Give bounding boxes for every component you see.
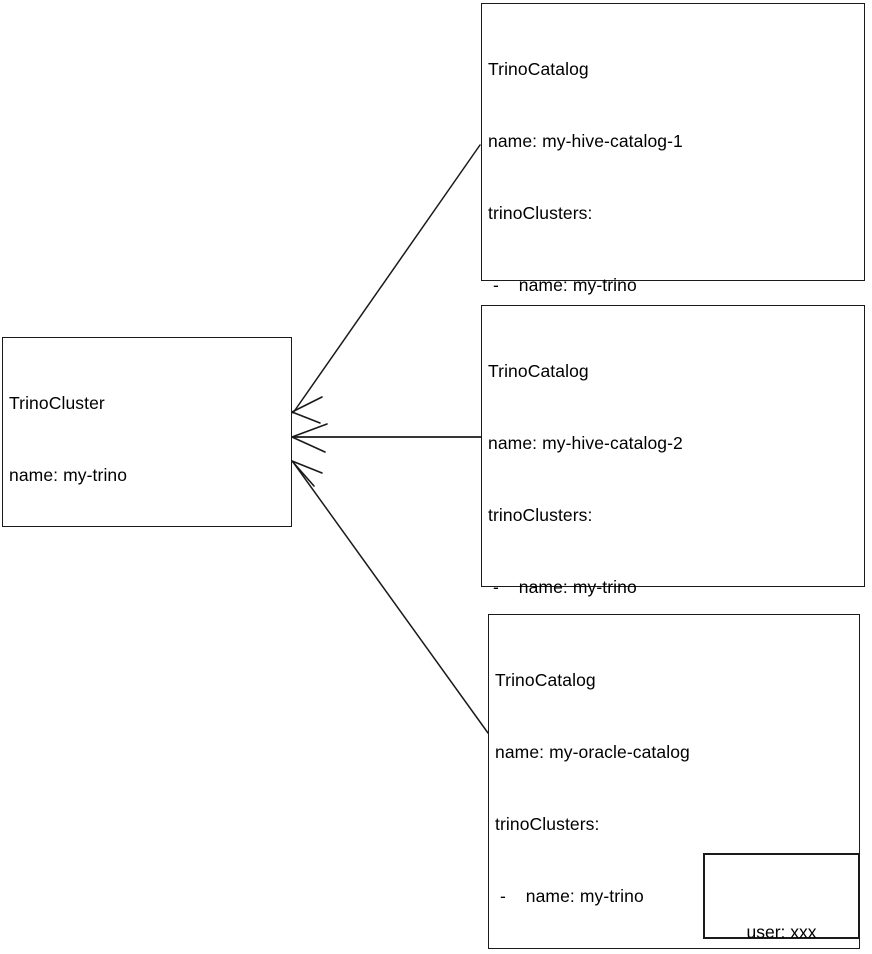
edge-hive-catalog-2-arrowhead	[291, 423, 328, 453]
edge-hive-catalog-1-line	[292, 144, 481, 414]
node-catalog-oracle-line-3: - name: my-trino	[495, 886, 644, 906]
node-secret-line-0: user: xxx	[746, 922, 817, 942]
node-catalog-oracle-text: TrinoCatalog name: my-oracle-catalog tri…	[495, 620, 800, 954]
node-catalog-hive-2-line-0: TrinoCatalog	[488, 361, 589, 381]
node-catalog-oracle[interactable]: TrinoCatalog name: my-oracle-catalog tri…	[488, 614, 860, 949]
node-catalog-hive-2-line-1: name: my-hive-catalog-2	[488, 433, 683, 453]
node-secret[interactable]: user: xxx password: xxx	[703, 853, 860, 942]
edge-hive-catalog-1-arrowhead	[291, 396, 323, 424]
node-catalog-oracle-line-1: name: my-oracle-catalog	[495, 742, 690, 762]
edge-oracle-catalog-line	[292, 461, 489, 734]
node-catalog-oracle-line-0: TrinoCatalog	[495, 670, 596, 690]
edge-oracle-catalog-arrowhead	[291, 460, 323, 487]
node-catalog-hive-2-line-3: - name: my-trino	[488, 577, 637, 597]
node-catalog-hive-1-line-2: trinoClusters:	[488, 203, 593, 223]
node-catalog-hive-1-line-1: name: my-hive-catalog-1	[488, 131, 683, 151]
node-secret-text: user: xxx password: xxx	[705, 867, 858, 954]
node-catalog-oracle-line-2: trinoClusters:	[495, 814, 600, 834]
node-trino-cluster[interactable]: TrinoCluster name: my-trino	[2, 337, 292, 527]
node-catalog-hive-2-line-2: trinoClusters:	[488, 505, 593, 525]
node-catalog-hive-1-line-3: - name: my-trino	[488, 275, 637, 295]
node-trino-cluster-text: TrinoCluster name: my-trino	[9, 343, 127, 535]
node-catalog-hive-1[interactable]: TrinoCatalog name: my-hive-catalog-1 tri…	[481, 3, 865, 655]
node-catalog-hive-1-line-0: TrinoCatalog	[488, 59, 589, 79]
node-trino-cluster-line-0: TrinoCluster	[9, 393, 105, 413]
node-catalog-hive-2[interactable]: TrinoCatalog name: my-hive-catalog-2 tri…	[481, 305, 865, 885]
node-trino-cluster-line-1: name: my-trino	[9, 465, 128, 485]
